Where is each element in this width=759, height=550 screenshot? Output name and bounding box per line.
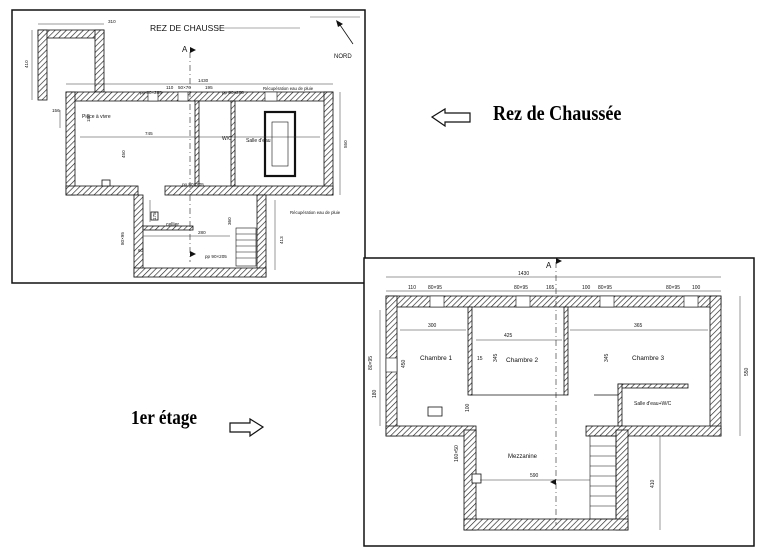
dim-195: 195 (205, 85, 213, 90)
upper-stair (589, 435, 617, 520)
room-chambre-3: Chambre 3 (632, 355, 665, 362)
upper-dim-345b: 345 (604, 353, 610, 362)
first-floor-plan: A 1430 110 80×95 80×95 165 100 80×95 80×… (363, 257, 755, 547)
dim-1430: 1430 (198, 78, 209, 83)
dim-310: 310 (108, 19, 116, 24)
upper-dim-15: 15 (477, 356, 483, 362)
ground-plan-title: REZ DE CHAUSSE (150, 23, 225, 33)
dim-745: 745 (145, 131, 153, 136)
upper-dim-410: 410 (650, 479, 656, 488)
dim-pp1: pp 80×205 (140, 90, 162, 95)
dim-80x95: 80×95 (120, 232, 125, 245)
upper-dim-450: 450 (401, 359, 407, 368)
upper-dim-80x95d: 80×95 (666, 285, 680, 291)
dim-pp2: pp 80×205 (222, 90, 244, 95)
dim-450: 450 (121, 150, 126, 158)
upper-dim-80x95c: 80×95 (598, 285, 612, 291)
room-mezzanine: Mezzanine (508, 454, 538, 460)
north-label: NORD (334, 54, 352, 60)
dim-280: 280 (198, 230, 206, 235)
dim-360: 360 (227, 217, 232, 225)
dim-pp4: pp 90×205 (205, 254, 227, 259)
upper-dim-80x95a: 80×95 (428, 285, 442, 291)
dim-180: 180 (86, 114, 91, 122)
dim-175: 175 (152, 212, 157, 220)
upper-dim-300: 300 (428, 323, 437, 329)
upper-dim-550: 550 (744, 367, 750, 376)
dim-413: 413 (279, 236, 284, 244)
upper-dim-100c: 100 (465, 403, 471, 412)
upper-dim-425: 425 (504, 333, 513, 339)
upper-dim-100b: 100 (692, 285, 701, 291)
ground-floor-plan: REZ DE CHAUSSE (11, 9, 366, 284)
room-salle-eau-wc: Salle d'eau+W/C (634, 401, 672, 407)
upper-dim-80x95e: 80×95 (368, 356, 374, 370)
north-arrow-icon: NORD (334, 20, 354, 60)
room-cellier: cellier (166, 222, 179, 228)
upper-dim-590: 590 (530, 473, 539, 479)
room-piece-vivre: Pièce à vivre (82, 114, 111, 120)
dim-60: 60 (138, 248, 144, 253)
upper-section-mark: A (546, 261, 552, 270)
note-recuperation-mid: Récupération eau de pluie (290, 210, 341, 215)
note-recuperation-top: Récupération eau de pluie (263, 86, 314, 91)
ground-walls (37, 29, 334, 278)
caption-ground-floor: Rez de Chaussée (493, 101, 622, 125)
ground-stair (235, 227, 257, 267)
upper-dim-100a: 100 (582, 285, 591, 291)
room-salle-eau: Salle d'eau (246, 138, 271, 144)
upper-dim-1430: 1430 (518, 271, 529, 277)
dim-pp3: pp 80×205 (182, 182, 204, 187)
upper-dim-80x95b: 80×95 (514, 285, 528, 291)
upper-dim-160x50: 160×50 (454, 445, 460, 462)
section-mark-top: A (182, 45, 188, 54)
upper-dim-345a: 345 (493, 353, 499, 362)
dim-550: 550 (343, 140, 348, 148)
upper-dim-180: 180 (372, 389, 378, 398)
upper-dim-165: 165 (546, 285, 555, 291)
caption-first-floor: 1er étage (131, 407, 198, 429)
room-chambre-2: Chambre 2 (506, 357, 539, 364)
room-chambre-1: Chambre 1 (420, 355, 453, 362)
dim-156: 156 (52, 108, 60, 113)
arrow-right-icon (229, 417, 265, 438)
dim-110: 110 (166, 85, 174, 90)
room-wc: W/C (222, 136, 232, 142)
dim-410: 410 (24, 60, 29, 68)
arrow-left-icon (430, 107, 471, 128)
dim-50x70: 50×70 (178, 85, 191, 90)
ground-plan-frame (11, 9, 366, 284)
upper-dim-110: 110 (408, 285, 416, 291)
upper-dim-365: 365 (634, 323, 643, 329)
